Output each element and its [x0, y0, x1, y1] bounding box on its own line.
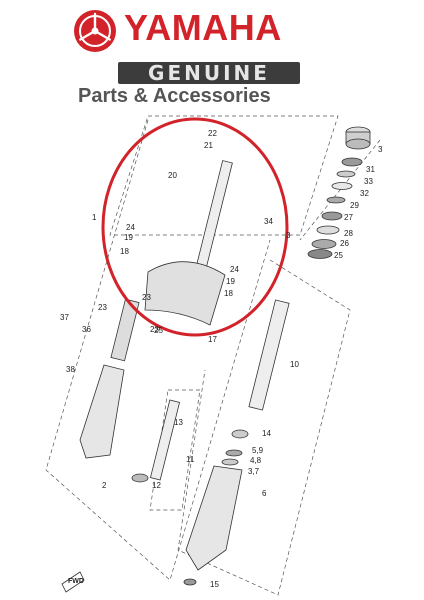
genuine-banner: GENUINE: [118, 61, 300, 85]
callout-c23c: 23: [150, 325, 159, 334]
callout-c19a: 19: [124, 233, 133, 242]
callout-c37: 37: [60, 313, 69, 322]
fork-left-assembly: [79, 160, 233, 483]
callout-c3: 3: [378, 145, 383, 154]
callout-c21: 21: [204, 141, 213, 150]
callout-c15: 15: [210, 580, 219, 589]
callout-c26: 26: [340, 239, 349, 248]
fork-right-assembly: [183, 299, 290, 586]
callout-c31: 31: [366, 165, 375, 174]
callout-c2: 2: [102, 481, 107, 490]
callout-c14: 14: [262, 429, 271, 438]
callout-c23b: 23: [142, 293, 151, 302]
callout-c18b: 18: [224, 289, 233, 298]
callout-c37b: 3,7: [248, 467, 260, 476]
callout-c34: 34: [264, 217, 273, 226]
callout-c18a: 18: [120, 247, 129, 256]
brand-wordmark: YAMAHA: [124, 7, 282, 48]
callout-c6: 6: [262, 489, 267, 498]
callout-c17: 17: [208, 335, 217, 344]
front-fork-exploded-diagram: FWD 123361011121314151718181919202122232…: [45, 115, 383, 596]
callout-c13: 13: [174, 418, 183, 427]
callout-c22: 22: [208, 129, 217, 138]
callout-c1: 1: [92, 213, 97, 222]
bearing-stack: [307, 126, 371, 259]
callout-c27: 27: [344, 213, 353, 222]
highlight-circle: [101, 117, 289, 337]
fwd-label: FWD: [68, 578, 84, 585]
yamaha-logo-icon: [74, 10, 116, 52]
callout-c25: 25: [334, 251, 343, 260]
callout-c59: 5,9: [252, 446, 264, 455]
callout-c3b: 3: [286, 231, 291, 240]
callout-c29: 29: [350, 201, 359, 210]
callout-c25b: 25: [154, 326, 163, 335]
callout-c19b: 19: [226, 277, 235, 286]
callout-c33: 33: [364, 177, 373, 186]
genuine-text: GENUINE: [148, 61, 270, 85]
callout-c24a: 24: [126, 223, 135, 232]
callout-c38: 38: [66, 365, 75, 374]
callout-c12: 12: [152, 481, 161, 490]
callout-c36: 36: [82, 325, 91, 334]
part-callouts: 1233610111213141517181819192021222323232…: [60, 129, 383, 589]
subtitle: Parts & Accessories: [78, 85, 271, 107]
callout-c28: 28: [344, 229, 353, 238]
callout-c32: 32: [360, 189, 369, 198]
callout-c48: 4,8: [250, 456, 262, 465]
callout-c11: 11: [186, 455, 195, 464]
callout-c24b: 24: [230, 265, 239, 274]
callout-c20: 20: [168, 171, 177, 180]
callout-c23a: 23: [98, 303, 107, 312]
fwd-indicator: FWD: [61, 571, 85, 593]
callout-c10: 10: [290, 360, 299, 369]
